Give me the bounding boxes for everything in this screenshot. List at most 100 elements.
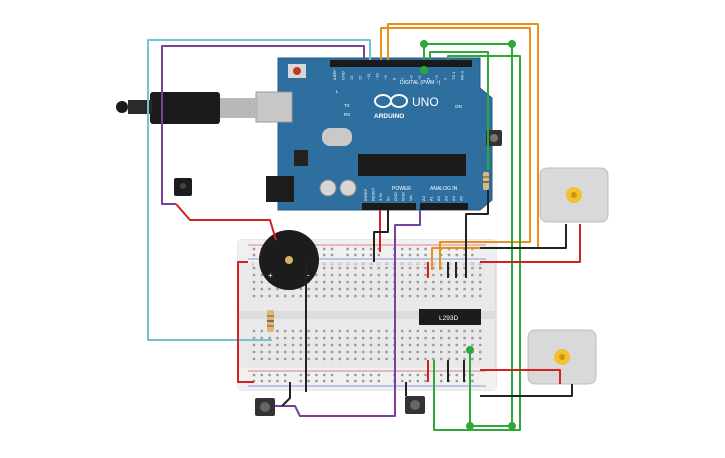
breadboard-hole <box>338 294 341 298</box>
resistor-right <box>483 172 489 190</box>
breadboard-hole <box>385 357 388 361</box>
breadboard-hole <box>385 343 388 347</box>
breadboard-hole <box>479 357 482 361</box>
breadboard-hole <box>354 273 357 277</box>
rail-hole <box>369 379 373 383</box>
breadboard-hole <box>424 343 427 347</box>
breadboard-hole <box>315 336 318 340</box>
breadboard-hole <box>377 329 380 333</box>
breadboard-hole <box>463 329 466 333</box>
breadboard-hole <box>447 280 451 284</box>
wire-red-left-rail <box>237 261 254 383</box>
pin-label: A2 <box>436 195 441 201</box>
arduino-uno-board[interactable]: ARDUINO UNO DIGITAL (PWM ~) POWER ANALOG… <box>255 57 493 211</box>
pushbutton-right[interactable] <box>486 130 502 146</box>
breadboard-hole <box>479 329 482 333</box>
breadboard-hole <box>346 280 349 284</box>
rail-hole <box>471 253 474 257</box>
breadboard-hole <box>260 336 263 340</box>
rail-hole <box>424 247 427 251</box>
breadboard-hole <box>447 294 451 298</box>
rail-hole <box>315 373 318 377</box>
breadboard-hole <box>323 329 326 333</box>
digital-header-label: DIGITAL (PWM ~) <box>400 80 440 86</box>
breadboard-hole <box>291 294 295 298</box>
l293d-driver-chip[interactable]: L293D <box>419 309 481 325</box>
center-channel <box>238 311 496 319</box>
breadboard-column-number: 21 <box>408 262 412 266</box>
breadboard-hole <box>354 280 357 284</box>
breadboard-hole <box>252 266 256 270</box>
breadboard-hole <box>354 343 357 347</box>
breadboard-hole <box>252 343 256 347</box>
wire-purple-bottom <box>275 210 421 417</box>
dc-motor-top[interactable] <box>539 167 609 223</box>
pin-label: GND <box>341 71 346 80</box>
rail-hole <box>323 373 326 377</box>
rail-hole <box>362 373 365 377</box>
breadboard-hole <box>408 357 412 361</box>
rail-hole <box>455 253 458 257</box>
breadboard-hole <box>447 336 451 340</box>
breadboard-hole <box>369 336 373 340</box>
breadboard-hole <box>362 294 365 298</box>
breadboard-hole <box>440 350 443 354</box>
breadboard-hole <box>323 343 326 347</box>
breadboard-hole <box>330 266 334 270</box>
ir-receiver <box>174 178 192 196</box>
breadboard-column-number: 30 <box>478 262 482 266</box>
breadboard-hole <box>424 266 427 270</box>
breadboard-hole <box>291 357 295 361</box>
pin-label: GND <box>393 192 398 201</box>
breadboard-hole <box>377 287 380 291</box>
breadboard-hole <box>463 266 466 270</box>
breadboard-hole <box>330 329 334 333</box>
reset-button[interactable] <box>293 67 301 75</box>
breadboard-hole <box>362 287 365 291</box>
breadboard-hole <box>346 329 349 333</box>
breadboard-hole <box>440 343 443 347</box>
breadboard-hole <box>369 287 373 291</box>
pushbutton-bottom-left[interactable] <box>255 398 275 416</box>
power-header <box>362 203 416 210</box>
breadboard-hole <box>323 280 326 284</box>
driver-chip-label: L293D <box>439 315 458 322</box>
rail-hole <box>354 373 357 377</box>
breadboard-hole <box>447 343 451 347</box>
dc-motor-bottom[interactable] <box>527 329 597 385</box>
breadboard-hole <box>260 343 263 347</box>
breadboard-hole <box>362 336 365 340</box>
rail-hole <box>330 373 334 377</box>
breadboard-hole <box>315 280 318 284</box>
power-header-label: POWER <box>392 186 411 192</box>
rail-hole <box>416 379 419 383</box>
breadboard-hole <box>323 273 326 277</box>
rail-hole <box>362 253 365 257</box>
pushbutton-bottom-right[interactable] <box>405 396 425 414</box>
breadboard-hole <box>447 329 451 333</box>
breadboard-column-number: 14 <box>353 262 357 266</box>
breadboard-hole <box>260 350 263 354</box>
breadboard-column-number: 15 <box>361 262 365 266</box>
breadboard-hole <box>401 287 404 291</box>
breadboard-column-number: 20 <box>400 262 404 266</box>
breadboard-hole <box>354 329 357 333</box>
breadboard-hole <box>440 266 443 270</box>
breadboard-hole <box>252 294 256 298</box>
rail-hole <box>416 247 419 251</box>
breadboard-hole <box>401 350 404 354</box>
pin-label: A1 <box>429 195 434 201</box>
rail-hole <box>424 373 427 377</box>
rail-hole <box>346 373 349 377</box>
breadboard-hole <box>479 343 482 347</box>
brand-label: ARDUINO <box>374 113 404 120</box>
rail-hole <box>455 379 458 383</box>
rail-hole <box>276 373 279 377</box>
breadboard-hole <box>276 357 279 361</box>
rail-hole <box>252 247 256 251</box>
piezo-buzzer[interactable]: + − <box>259 230 319 290</box>
breadboard-hole <box>323 357 326 361</box>
breadboard-hole <box>385 280 388 284</box>
digital-header <box>330 60 472 67</box>
